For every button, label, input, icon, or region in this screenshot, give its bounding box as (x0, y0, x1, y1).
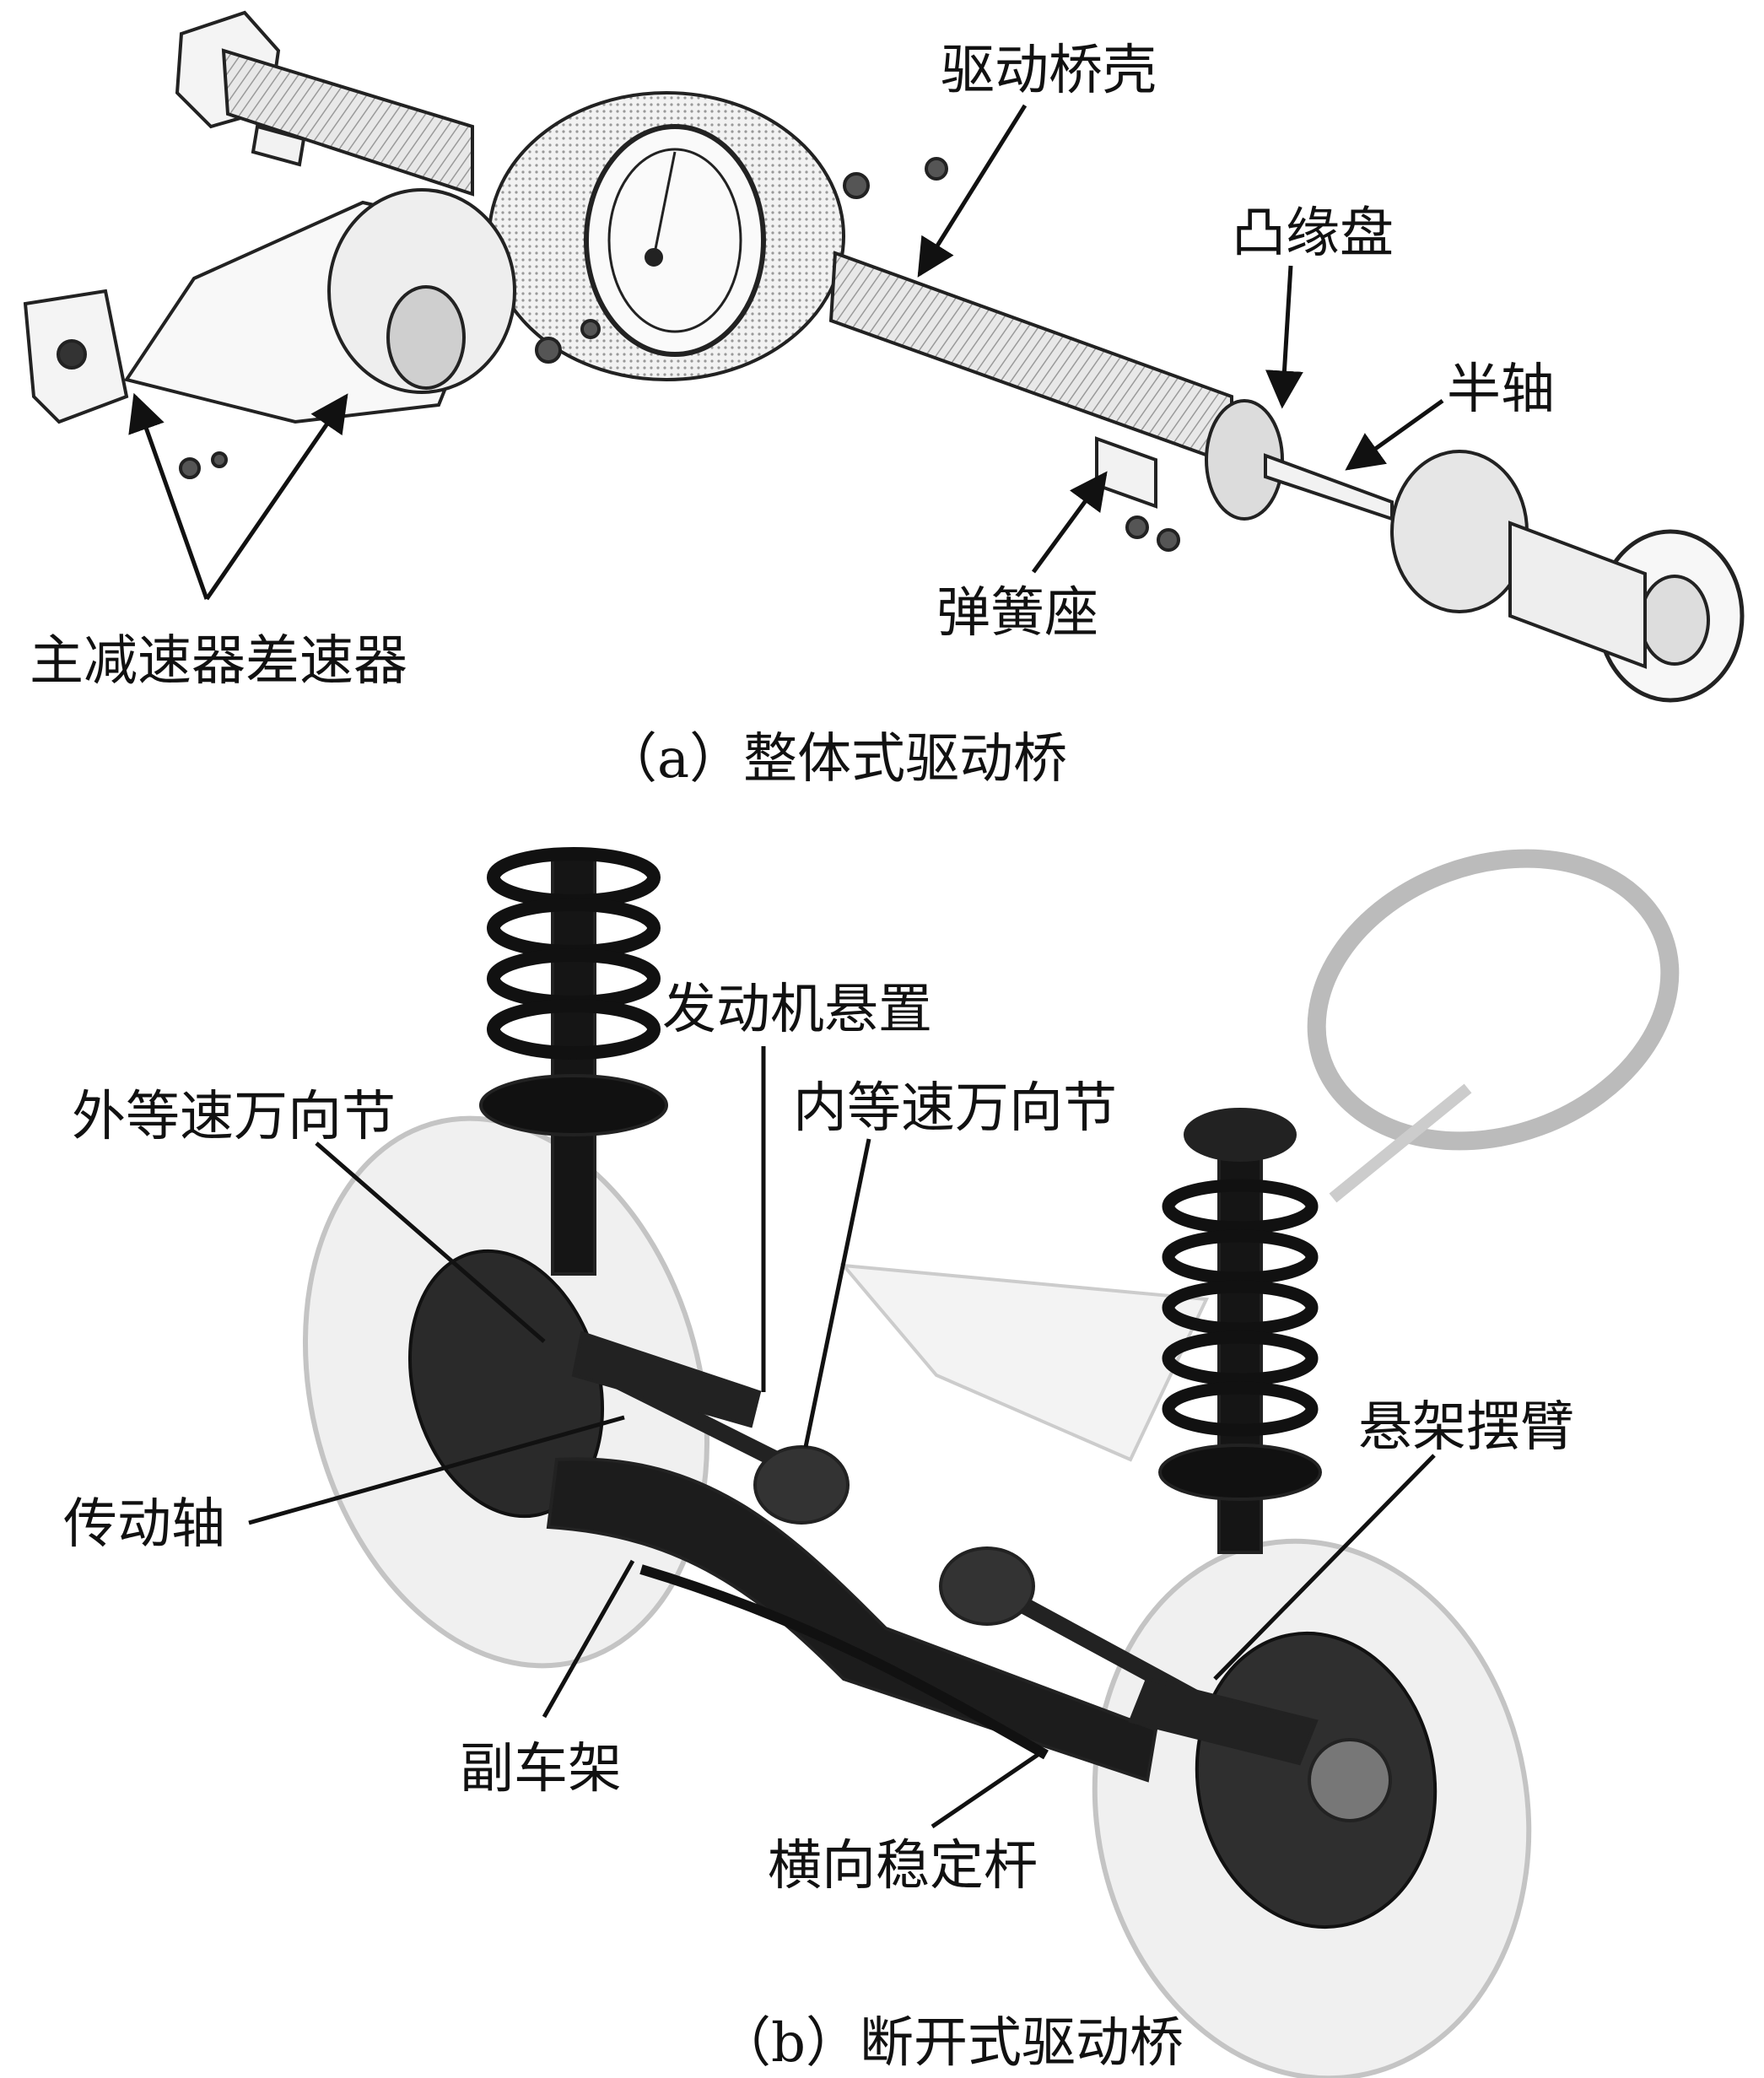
rigid-axle-leaders (128, 104, 1444, 601)
leader-axle-housing (917, 104, 1028, 278)
label-half-shaft: 半轴 (1447, 359, 1555, 421)
leader-drive-shaft (248, 1415, 625, 1525)
label-stabilizer-bar: 横向稳定杆 (768, 1835, 1038, 1897)
label-outer-cv-joint: 外等速万向节 (72, 1086, 396, 1148)
label-final-drive-differential: 主减速器差速器 (30, 630, 407, 693)
leader-suspension-arm (1213, 1454, 1436, 1681)
label-inner-cv-joint: 内等速万向节 (793, 1077, 1117, 1140)
caption-figure-a: （a）整体式驱动桥 (603, 728, 1068, 791)
leader-outer-cv-joint (315, 1142, 546, 1343)
caption-figure-b: （b）断开式驱动桥 (717, 2012, 1184, 2075)
label-drive-shaft: 传动轴 (63, 1493, 225, 1556)
leader-stabilizer-bar (931, 1752, 1039, 1829)
label-spring-seat: 弹簧座 (936, 582, 1098, 645)
leader-final-drive (128, 392, 209, 600)
leader-flange (1265, 265, 1303, 409)
independent-axle-drawing (302, 847, 1680, 2078)
leader-subframe (542, 1559, 635, 1719)
leader-spring-seat (1031, 471, 1108, 574)
leader-half-shaft (1345, 398, 1444, 471)
leader-differential (204, 393, 348, 601)
label-subframe: 副车架 (460, 1738, 622, 1800)
label-axle-housing: 驱动桥壳 (941, 40, 1157, 102)
leader-inner-cv-joint (803, 1138, 871, 1448)
label-suspension-arm: 悬架摆臂 (1358, 1396, 1574, 1459)
label-engine-mount: 发动机悬置 (662, 979, 932, 1041)
label-flange: 凸缘盘 (1232, 202, 1394, 265)
rigid-axle-drawing (23, 10, 1745, 703)
independent-axle-leaders (248, 1046, 1436, 1829)
